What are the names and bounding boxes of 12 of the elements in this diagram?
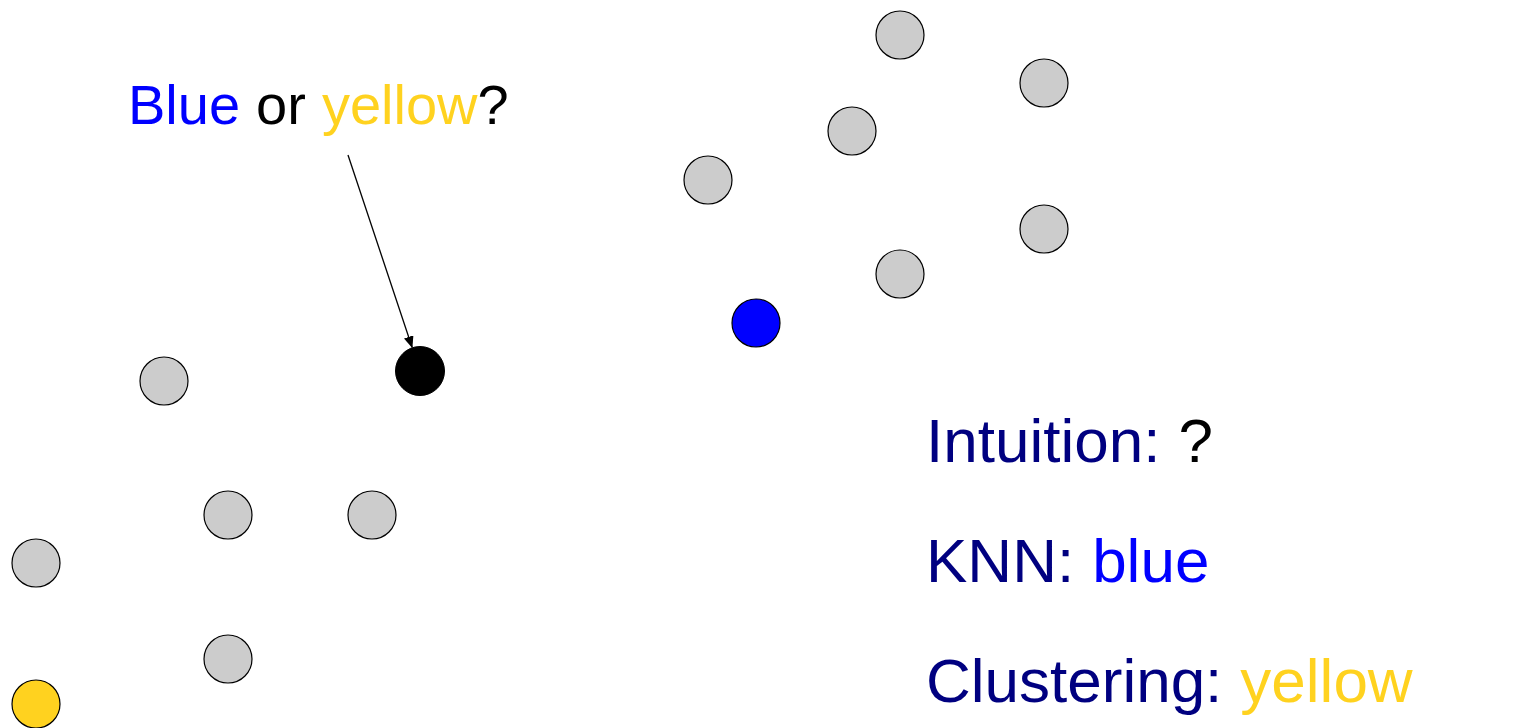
question-text: ?: [477, 73, 509, 138]
result-text: yellow: [1240, 645, 1413, 717]
query-point: [395, 346, 445, 396]
question-text: or: [256, 73, 306, 138]
question-text: yellow: [321, 73, 478, 138]
arrow: [347, 154, 414, 349]
result-text: blue: [1092, 525, 1210, 597]
result-text: KNN:: [926, 525, 1075, 597]
result-text: ?: [1178, 405, 1213, 477]
result-text: Clustering:: [926, 645, 1223, 717]
result-text: Intuition:: [926, 405, 1161, 477]
question-text: Blue: [128, 73, 241, 138]
